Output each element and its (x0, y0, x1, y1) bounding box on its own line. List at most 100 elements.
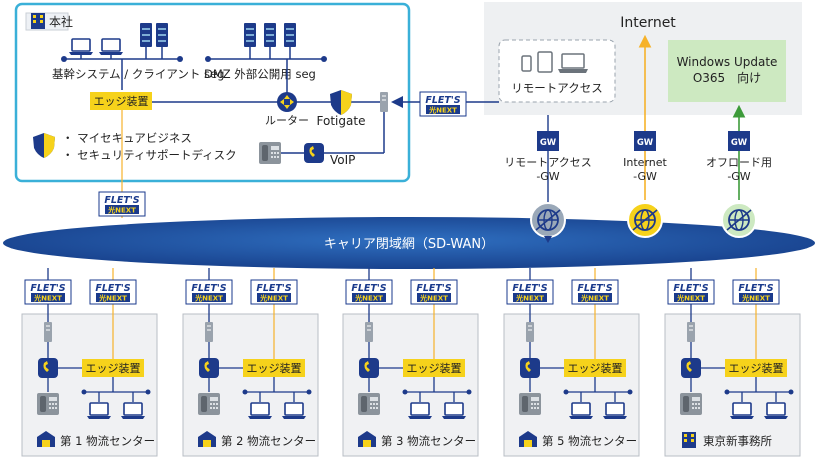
server-icon (263, 22, 277, 48)
gateway-globe-icon (627, 202, 663, 238)
site-edge-device-label: エッジ装置 (729, 362, 784, 375)
router-icon (277, 92, 297, 112)
site-edge-device (564, 359, 626, 377)
router-label: ルーター (265, 114, 309, 127)
onu-modem-icon (204, 321, 214, 343)
service-item: ・ マイセキュアビジネス (62, 131, 192, 145)
phone-icon (37, 393, 59, 415)
laptop-icon (86, 402, 112, 420)
server-icon (283, 22, 297, 48)
svg-text:FLET'S: FLET'S (351, 283, 386, 294)
laptop-icon (729, 402, 755, 420)
voip-router-icon (681, 358, 701, 378)
svg-text:光NEXT: 光NEXT (107, 206, 136, 215)
svg-text:光NEXT: 光NEXT (354, 294, 383, 303)
site-label: 第 3 物流センター (381, 434, 476, 448)
svg-text:FLET'S: FLET'S (577, 283, 612, 294)
laptop-icon (247, 402, 273, 420)
voip-router-icon (520, 358, 540, 378)
laptop-icon (281, 402, 307, 420)
svg-text:FLET'S: FLET'S (104, 195, 139, 206)
laptop-icon (68, 38, 94, 56)
svg-text:光NEXT: 光NEXT (419, 294, 448, 303)
onu-modem-icon (379, 91, 389, 113)
site-edge-device-label: エッジ装置 (568, 362, 623, 375)
gateway-globe-icon (530, 202, 566, 238)
onu-modem-icon (686, 321, 696, 343)
voip-router-icon (199, 358, 219, 378)
core-seg-label: 基幹システム / クライアント seg (52, 67, 224, 81)
svg-text:FLET'S: FLET'S (425, 95, 460, 106)
phone-icon (198, 393, 220, 415)
server-icon (139, 22, 153, 48)
svg-text:光NEXT: 光NEXT (98, 294, 127, 303)
phone-icon (358, 393, 380, 415)
carrier-network-label: キャリア閉域網（SD-WAN） (324, 237, 494, 252)
carrier-network (3, 217, 815, 269)
office-building-icon (682, 432, 696, 448)
laptop-icon (441, 402, 467, 420)
phone-icon (259, 142, 281, 164)
laptop-icon (407, 402, 433, 420)
gateway-label: オフロード用-GW (706, 156, 772, 183)
site-edge-device (82, 359, 144, 377)
site-edge-device-label: エッジ装置 (86, 362, 141, 375)
laptop-icon (558, 53, 588, 73)
hq-title: 本社 (49, 14, 73, 29)
gateway-badge: GW (634, 131, 656, 151)
svg-text:FLET'S: FLET'S (738, 283, 773, 294)
svg-text:光NEXT: 光NEXT (428, 106, 457, 115)
svg-text:光NEXT: 光NEXT (515, 294, 544, 303)
svg-text:光NEXT: 光NEXT (194, 294, 223, 303)
svg-text:FLET'S: FLET'S (30, 283, 65, 294)
site-label: 第 5 物流センター (542, 434, 637, 448)
site-edge-device (725, 359, 787, 377)
hq-edge-device-label: エッジ装置 (94, 95, 149, 108)
svg-text:光NEXT: 光NEXT (259, 294, 288, 303)
svg-text:光NEXT: 光NEXT (741, 294, 770, 303)
voip-router-icon (304, 143, 324, 163)
hq-box: 本社 基幹システム / クライアント seg DMZ 外部公開用 seg エッジ… (14, 2, 411, 183)
office-building-icon (31, 13, 45, 29)
voip-label: VoIP (330, 153, 355, 167)
svg-text:GW: GW (637, 138, 654, 148)
site-label: 第 1 物流センター (60, 434, 155, 448)
svg-text:FLET'S: FLET'S (512, 283, 547, 294)
site-edge-device (403, 359, 465, 377)
laptop-icon (602, 402, 628, 420)
laptop-icon (98, 38, 124, 56)
laptop-icon (120, 402, 146, 420)
site-edge-device-label: エッジ装置 (407, 362, 462, 375)
remote-access-label: リモートアクセス (511, 81, 602, 95)
tablet-icon (537, 51, 553, 73)
gateway-label: リモートアクセス-GW (504, 156, 591, 183)
service-item: ・ セキュリティサポートディスク (62, 148, 237, 162)
svg-text:FLET'S: FLET'S (673, 283, 708, 294)
laptop-icon (568, 402, 594, 420)
phone-icon (680, 393, 702, 415)
svg-text:FLET'S: FLET'S (95, 283, 130, 294)
hq-edge-device (90, 92, 152, 110)
site-edge-device-label: エッジ装置 (247, 362, 302, 375)
server-icon (243, 22, 257, 48)
svg-text:FLET'S: FLET'S (191, 283, 226, 294)
internet-title: Internet (620, 15, 676, 31)
svg-text:光NEXT: 光NEXT (580, 294, 609, 303)
